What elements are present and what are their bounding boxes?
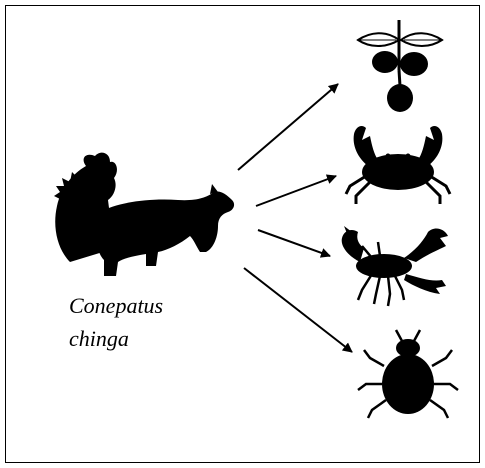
- species-label: Conepatus chinga: [69, 289, 209, 355]
- species-epithet: chinga: [69, 322, 209, 355]
- species-genus: Conepatus: [69, 289, 209, 322]
